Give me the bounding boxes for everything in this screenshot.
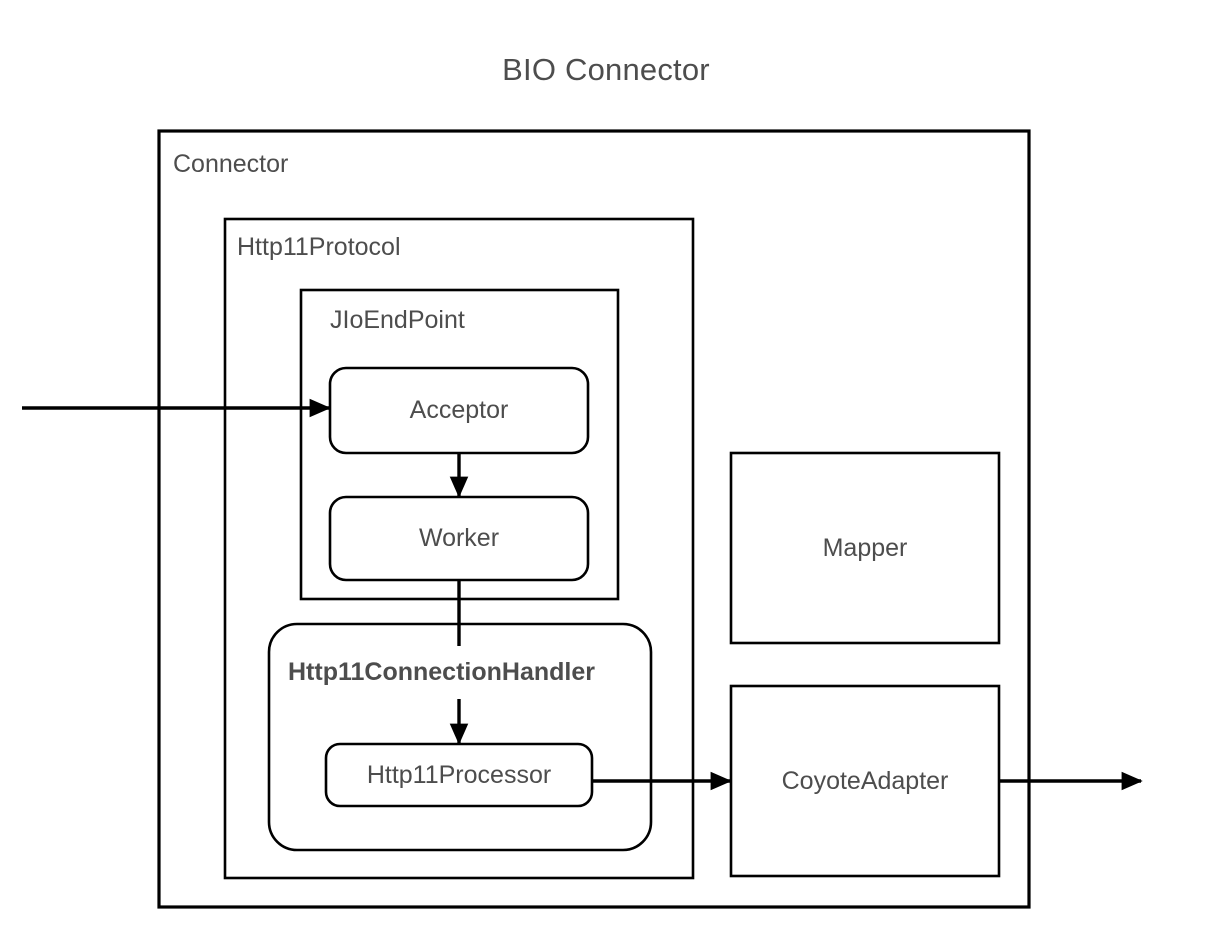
diagram-title: BIO Connector bbox=[502, 52, 710, 87]
node-coyoteadapter bbox=[729, 684, 1001, 878]
node-label-mapper: Mapper bbox=[822, 533, 908, 562]
node-label-http11processor: Http11Processor bbox=[366, 760, 552, 789]
container-label-connector: Connector bbox=[173, 150, 289, 178]
container-label-jioendpoint: JIoEndPoint bbox=[330, 306, 465, 334]
container-label-http11protocol: Http11Protocol bbox=[237, 233, 401, 261]
container-label-http11connectionhandler: Http11ConnectionHandler bbox=[288, 658, 595, 686]
node-label-acceptor: Acceptor bbox=[409, 396, 509, 424]
node-mapper bbox=[729, 451, 1001, 645]
node-label-worker: Worker bbox=[418, 524, 500, 552]
node-label-coyoteadapter: CoyoteAdapter bbox=[781, 766, 949, 795]
